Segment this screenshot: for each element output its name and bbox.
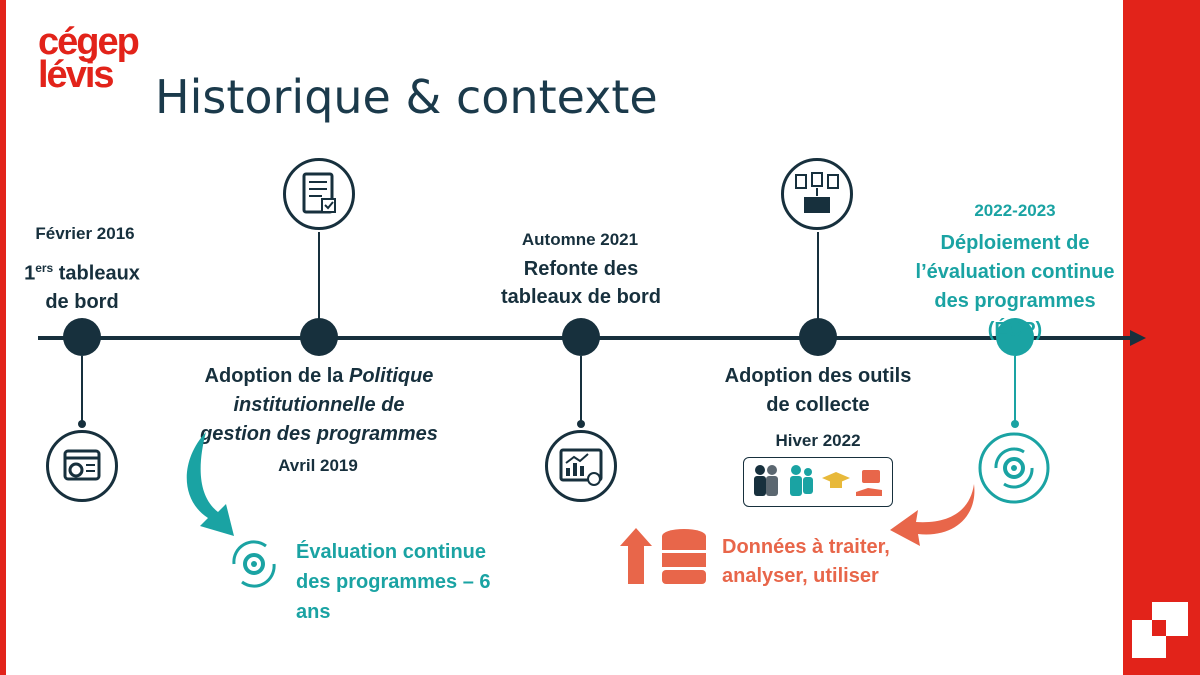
timeline-node-2022-2023 [996, 318, 1034, 356]
checklist-document-icon [283, 158, 355, 230]
event-label-2016: 1ers tableaux de bord [24, 261, 140, 313]
event-date-2022: Hiver 2022 [775, 431, 861, 450]
dashboard-icon [46, 430, 118, 502]
event-date-2021: Automne 2021 [521, 230, 639, 249]
cegep-levis-logo: cégep lévis [38, 21, 140, 96]
brand-squares-icon [1132, 602, 1188, 658]
connector-dot [1011, 420, 1019, 428]
event-label-2022-2023: Déploiement de l’évaluation continue des… [915, 232, 1115, 341]
connector-line [1014, 356, 1016, 422]
connector-line [580, 356, 582, 422]
timeline-arrowhead [1130, 330, 1146, 346]
event-date-2019: Avril 2019 [278, 456, 358, 475]
data-callout: Données à traiter,analyser, utiliser [722, 536, 890, 587]
connector-dot [577, 420, 585, 428]
connector-line [318, 232, 320, 320]
orange-curved-arrow-icon [890, 484, 975, 546]
continuous-evaluation-icon [978, 432, 1050, 504]
connector-dot [78, 420, 86, 428]
analytics-screen-icon [545, 430, 617, 502]
connector-line [81, 356, 83, 422]
stakeholders-panel [743, 457, 893, 507]
data-collection-box-icon [781, 158, 853, 230]
event-date-2016: Février 2016 [35, 224, 135, 243]
left-accent-strip [0, 0, 6, 675]
database-upload-icon [620, 528, 706, 584]
event-date-2022-2023: 2022-2023 [974, 201, 1056, 220]
event-label-2019: Adoption de la Politique institutionnell… [200, 365, 438, 445]
gear-cycle-icon [232, 540, 276, 588]
stakeholders-icon [754, 465, 882, 496]
timeline-node-2021 [562, 318, 600, 356]
timeline-node-2022 [799, 318, 837, 356]
curved-arrow-icon [186, 432, 234, 536]
evaluation-callout: Évaluation continue des programmes – 6 a… [296, 541, 491, 623]
timeline-node-2019 [300, 318, 338, 356]
connector-line [817, 232, 819, 320]
timeline-node-2016 [63, 318, 101, 356]
page-title: Historique & contexte [155, 70, 658, 124]
